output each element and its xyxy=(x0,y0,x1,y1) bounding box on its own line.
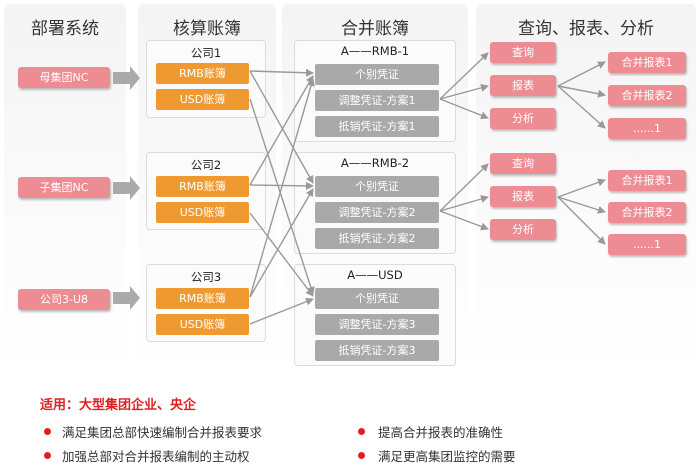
benefit-text: 加强总部对合并报表编制的主动权 xyxy=(62,449,250,464)
benefit-text: 提高合并报表的准确性 xyxy=(378,425,504,440)
link-m2-report2 xyxy=(439,195,489,212)
ledger-book: RMB账簿 xyxy=(156,288,249,309)
company-name: 公司3 xyxy=(190,270,222,284)
output-analyze: 分析 xyxy=(490,108,556,129)
merge-name: A——RMB-2 xyxy=(340,156,410,170)
link-m2-analyze2 xyxy=(439,210,489,231)
report-item: ......1 xyxy=(608,118,686,139)
link-m1-analyze1 xyxy=(439,98,489,120)
voucher-item: 调整凭证-方案3 xyxy=(315,314,439,335)
voucher-item: 个别凭证 xyxy=(315,288,439,309)
ledger-book: USD账簿 xyxy=(156,314,249,335)
output-analyze: 分析 xyxy=(490,219,556,240)
bullet-icon xyxy=(358,428,365,435)
merge-name: A——USD xyxy=(347,268,403,282)
company-name: 公司1 xyxy=(190,46,222,60)
column-title-merge: 合并账簿 xyxy=(341,19,409,39)
voucher-item: 调整凭证-方案1 xyxy=(315,90,439,111)
output-report: 报表 xyxy=(490,186,556,207)
output-report: 报表 xyxy=(490,75,556,96)
applicability-title: 适用：大型集团企业、央企 xyxy=(40,398,197,413)
report-item: 合并报表1 xyxy=(608,170,686,191)
voucher-item: 个别凭证 xyxy=(315,64,439,85)
link-c1rmb-m2 xyxy=(249,70,314,184)
link-c3rmb-m1 xyxy=(249,78,315,298)
link-r1-rep3 xyxy=(557,85,606,129)
benefit-text: 满足集团总部快速编制合并报表要求 xyxy=(62,425,263,440)
link-r1-rep2 xyxy=(557,85,606,98)
link-r2-rep3 xyxy=(557,196,606,245)
ledger-book: USD账簿 xyxy=(156,89,249,110)
merge-name: A——RMB-1 xyxy=(340,44,410,58)
ledger-book: RMB账簿 xyxy=(156,63,249,84)
link-c3usd-m3 xyxy=(249,297,314,325)
report-item: ......1 xyxy=(608,234,686,255)
system-box: 母集团NC xyxy=(18,67,110,88)
output-query: 查询 xyxy=(490,42,556,63)
column-title-dept: 部署系统 xyxy=(31,19,99,39)
voucher-item: 抵销凭证-方案1 xyxy=(315,116,439,137)
benefit-text: 满足更高集团监控的需要 xyxy=(378,449,516,464)
ledger-book: RMB账簿 xyxy=(156,176,249,197)
bullet-icon xyxy=(44,452,51,459)
company-name: 公司2 xyxy=(190,158,222,172)
link-c2usd-m3 xyxy=(249,212,314,297)
voucher-item: 抵销凭证-方案3 xyxy=(315,340,439,361)
voucher-item: 个别凭证 xyxy=(315,176,439,197)
link-r2-rep2 xyxy=(557,196,606,214)
link-c2rmb-m1 xyxy=(249,75,314,186)
system-arrow-2 xyxy=(113,176,140,200)
bullet-icon xyxy=(44,428,51,435)
ledger-book: USD账簿 xyxy=(156,202,249,223)
report-item: 合并报表1 xyxy=(608,52,686,73)
link-c3rmb-m2 xyxy=(249,188,314,298)
link-c1usd-m3 xyxy=(249,98,315,295)
bullet-icon xyxy=(358,452,365,459)
column-title-ledger: 核算账簿 xyxy=(173,19,241,39)
link-m1-report1 xyxy=(439,83,489,100)
voucher-item: 调整凭证-方案2 xyxy=(315,202,439,223)
system-box: 子集团NC xyxy=(18,177,110,198)
voucher-item: 抵销凭证-方案2 xyxy=(315,228,439,249)
output-query: 查询 xyxy=(490,153,556,174)
report-item: 合并报表2 xyxy=(608,85,686,106)
link-r1-rep1 xyxy=(557,61,606,87)
system-box: 公司3-U8 xyxy=(18,289,110,310)
system-arrow-3 xyxy=(113,286,140,310)
link-m1-query1 xyxy=(439,52,489,100)
link-m2-query2 xyxy=(439,163,489,212)
link-r2-rep1 xyxy=(557,178,606,198)
system-arrow-1 xyxy=(113,66,140,90)
column-title-query: 查询、报表、分析 xyxy=(518,19,654,39)
link-c1rmb-m1 xyxy=(249,68,314,77)
report-item: 合并报表2 xyxy=(608,202,686,223)
